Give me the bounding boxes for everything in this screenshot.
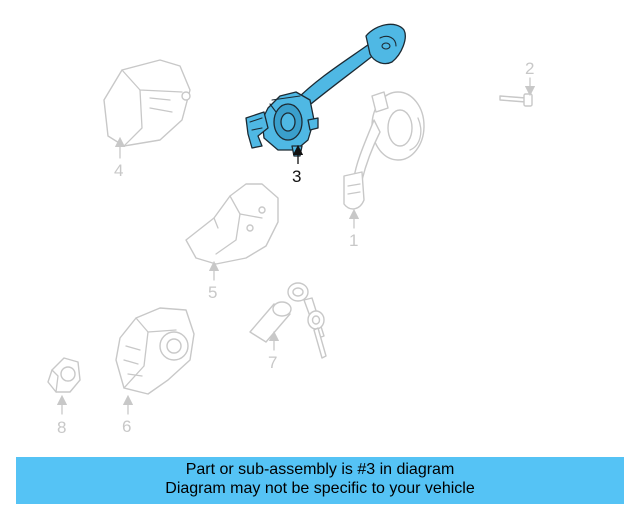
part-1-clockspring[interactable] (343, 91, 425, 210)
callout-8[interactable]: 8 (57, 418, 66, 437)
callout-2[interactable]: 2 (525, 59, 534, 78)
part-4-column-cover-upper[interactable] (103, 59, 191, 147)
callout-7[interactable]: 7 (268, 353, 277, 372)
callout-6[interactable]: 6 (122, 417, 131, 436)
callout-1[interactable]: 1 (349, 231, 358, 250)
banner-line-1: Part or sub-assembly is #3 in diagram (185, 461, 455, 478)
callout-3[interactable]: 3 (292, 167, 301, 186)
callout-4[interactable]: 4 (114, 161, 123, 180)
parts-diagram: 4 2 1 5 7 (47, 23, 536, 437)
banner-line-2: Diagram may not be specific to your vehi… (165, 480, 475, 497)
part-3-combination-switch[interactable] (245, 23, 406, 157)
info-banner: Part or sub-assembly is #3 in diagram Di… (16, 457, 624, 504)
part-6-lock-housing[interactable] (115, 307, 195, 395)
callout-5[interactable]: 5 (208, 283, 217, 302)
part-8-ignition-switch[interactable] (47, 357, 81, 393)
part-7-lock-cylinder-keys[interactable] (249, 282, 327, 359)
part-5-column-cover-lower[interactable] (185, 183, 279, 265)
part-2-bolt[interactable] (499, 93, 533, 107)
